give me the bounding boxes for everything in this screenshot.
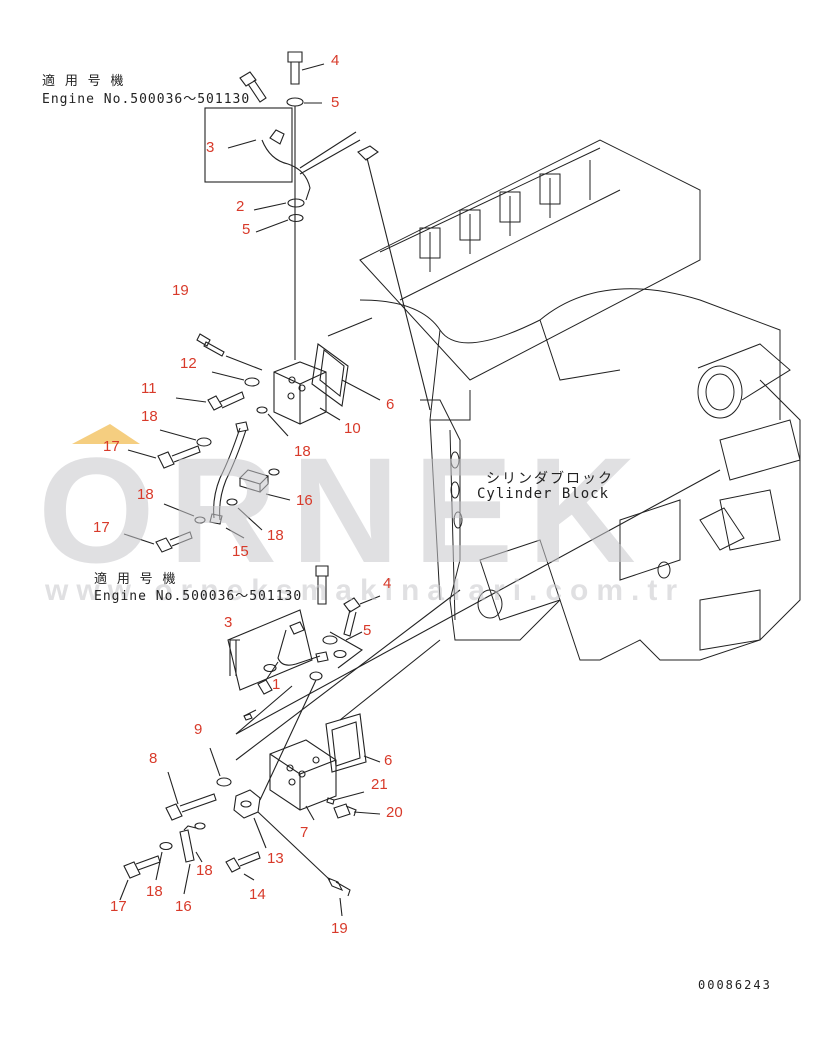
callout-3-upper: 3 [206,139,215,156]
watermark-url: www.orneksmakinalari.com.tr [45,574,686,607]
washer-icon [256,406,268,414]
engine-range-label-lower: Engine No.500036～501130 [94,589,303,604]
callout-20: 20 [386,804,403,821]
pipe-line [261,139,311,201]
washer-icon [196,437,212,447]
bolt-icon [207,391,245,411]
washer-icon [288,213,304,223]
callout-16-upper: 16 [296,492,313,509]
washer-icon [263,663,277,673]
connector-icon [179,825,197,863]
cylinder-block-label-jp: シリンダブロック [486,471,614,487]
callout-18-e: 18 [196,862,213,879]
callout-2-upper: 2 [236,198,245,215]
callout-19-upper: 19 [172,282,189,299]
callout-13: 13 [267,850,284,867]
drawing-number: 00086243 [698,978,772,992]
washer-icon [309,671,323,681]
pipe-line [213,427,247,521]
bracket-box-upper [204,107,293,183]
starter-icon [697,365,743,419]
washer-icon [287,198,305,208]
washer-icon [194,516,206,524]
callout-4-upper: 4 [331,52,340,69]
bolt-icon [287,51,303,85]
callout-18-f: 18 [146,883,163,900]
bolt-icon [123,855,161,879]
callout-17-mid: 17 [93,519,110,536]
callout-18-b: 18 [294,443,311,460]
callout-18-a: 18 [141,408,158,425]
callout-5-upper-b: 5 [242,221,251,238]
washer-icon [286,97,304,107]
callout-5-lower: 5 [363,622,372,639]
plug-icon [333,803,357,819]
washer-icon [244,377,260,387]
watermark-brand: ORNEK [38,426,650,594]
washer-icon [194,822,206,830]
callout-17-upper: 17 [103,438,120,455]
washer-icon [216,777,232,787]
callout-1: 1 [272,676,281,693]
block-icon [273,361,327,425]
washer-icon [322,635,338,645]
watermark-accent-icon [72,424,140,444]
bolt-icon [155,531,193,553]
gasket-icon [325,713,367,773]
cylinder-block-outline [359,139,801,661]
bolt-icon [157,445,201,469]
callout-6-lower: 6 [384,752,393,769]
washer-icon [159,841,173,851]
sensor-icon [326,876,351,897]
washer-icon [333,649,347,659]
callout-19-lower: 19 [331,920,348,937]
sensor-icon [196,333,225,357]
gasket-icon [311,343,349,407]
bolt-icon [343,597,361,637]
callout-18-c: 18 [137,486,154,503]
callout-11: 11 [141,380,157,397]
washer-icon [268,468,280,476]
callout-9: 9 [194,721,203,738]
bolt-icon [257,661,279,695]
bolt-icon [225,851,261,873]
cylinder-block-label-en: Cylinder Block [477,486,610,502]
callout-18-d: 18 [267,527,284,544]
bolt-icon [315,565,329,605]
connector-icon [238,469,270,493]
callout-14: 14 [249,886,266,903]
callout-4-lower: 4 [383,575,392,592]
callout-15: 15 [232,543,249,560]
applicability-label: 適 用 号 機 [42,74,125,89]
callout-8: 8 [149,750,158,767]
callout-5-upper: 5 [331,94,340,111]
engine-range-label: Engine No.500036～501130 [42,92,251,107]
callout-16-lower: 16 [175,898,192,915]
callout-17-lower: 17 [110,898,127,915]
block-icon [269,739,337,811]
callout-21: 21 [371,776,388,793]
callout-6-upper: 6 [386,396,395,413]
junction-icon [233,789,261,819]
callout-12: 12 [180,355,197,372]
applicability-label-lower: 適 用 号 機 [94,572,177,587]
callout-7: 7 [300,824,309,841]
pipe-line [277,629,321,666]
bolt-icon [165,793,217,821]
callout-10: 10 [344,420,361,437]
washer-icon [226,498,238,506]
bolt-icon [239,71,267,103]
callout-3-lower: 3 [224,614,233,631]
